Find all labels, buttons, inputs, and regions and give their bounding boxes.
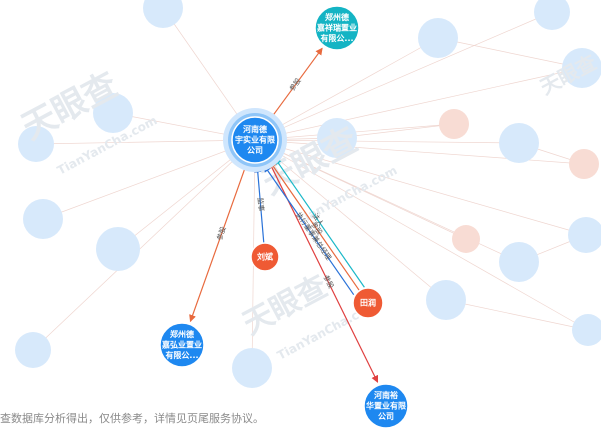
node-label: 河南裕 [374, 390, 398, 400]
node-liubin[interactable]: 刘斌 [250, 242, 280, 272]
node-tr[interactable]: 郑州德嘉祥瑞置业有限公... [314, 5, 360, 51]
edge-label: 参股 [215, 225, 228, 241]
node-label: 河南德 [243, 124, 267, 134]
node-label: 有限公... [165, 350, 198, 360]
disclaimer-text: 查数据库分析得出，仅供参考，详情见页尾服务协议。 [0, 412, 264, 425]
edge-center-tr: 参股 [268, 47, 323, 122]
node-label: 郑州德 [325, 12, 349, 22]
node-bl[interactable]: 郑州德嘉弘业置业有限公... [159, 322, 205, 368]
edge-liubin-center: 监事 [254, 165, 266, 244]
watermark-brand: 天眼查 [15, 65, 124, 148]
edge-label: 监事 [256, 197, 266, 212]
node-label: 公司 [247, 146, 263, 155]
node-label: 嘉祥瑞置业 [316, 23, 357, 33]
node-label: 刘斌 [257, 252, 273, 262]
node-label: 嘉弘业置业 [161, 340, 202, 350]
node-label: 公司 [378, 412, 394, 421]
node-label: 郑州德 [170, 329, 194, 339]
node-tianrun[interactable]: 田润 [352, 287, 384, 319]
node-label: 华置业有限 [366, 401, 406, 411]
nodes-layer: 河南德宇实业有限公司郑州德嘉祥瑞置业有限公...郑州德嘉弘业置业有限公...河南… [159, 5, 409, 429]
node-label: 有限公... [320, 33, 353, 43]
node-label: 宇实业有限 [235, 135, 275, 145]
node-label: 田润 [360, 298, 376, 308]
background-network [15, 0, 601, 388]
edge-center-bl: 参股 [189, 161, 248, 323]
